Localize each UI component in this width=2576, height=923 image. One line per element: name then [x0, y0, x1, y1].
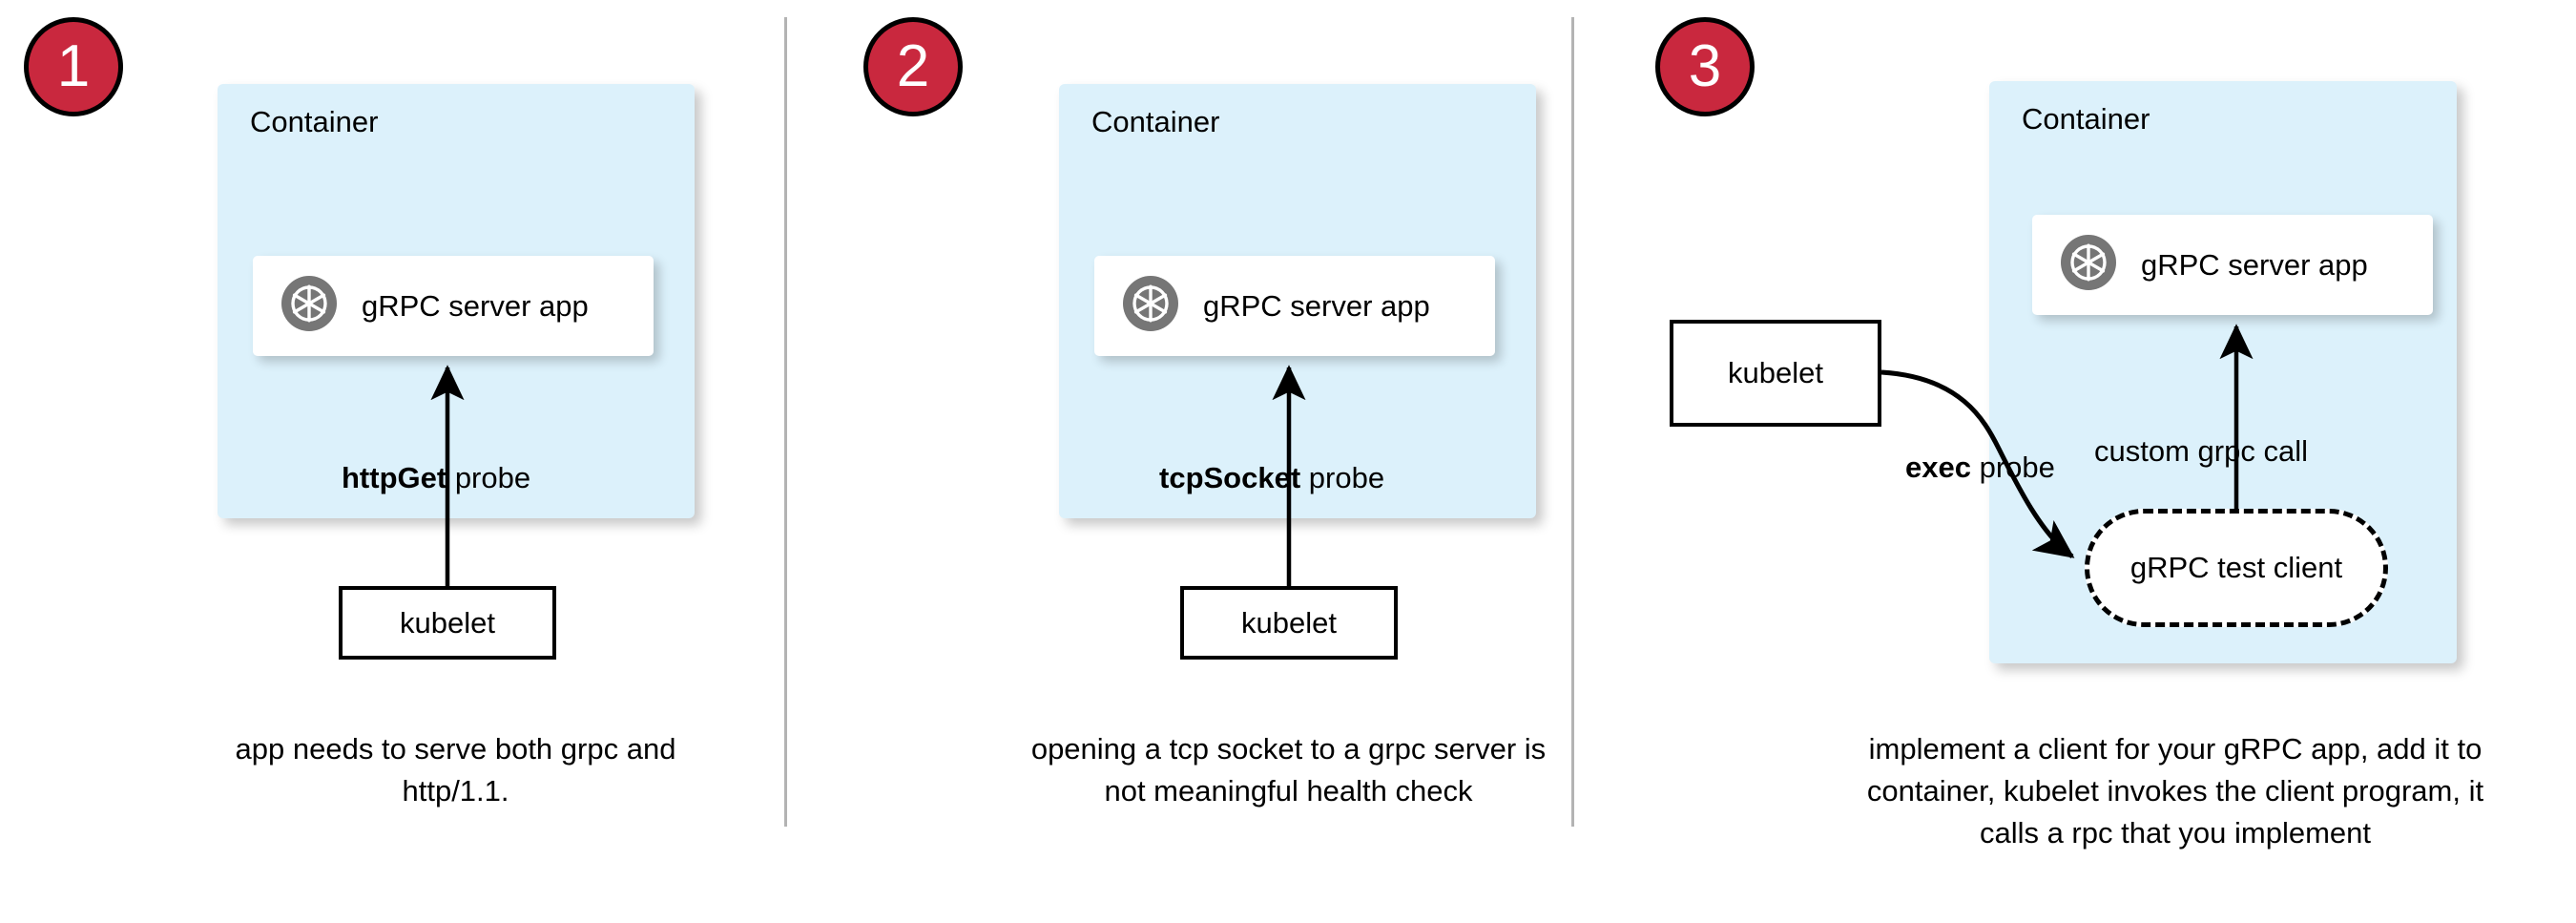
- tcpsocket-probe-label: tcpSocket probe: [1159, 461, 1384, 495]
- httpget-probe-label: httpGet probe: [342, 461, 530, 495]
- grpc-aperture-icon: [280, 274, 339, 338]
- kubelet-label-1: kubelet: [400, 605, 495, 640]
- step-badge-1: 1: [24, 17, 123, 116]
- grpc-server-app-label-2: gRPC server app: [1203, 288, 1430, 323]
- exec-probe-label: exec probe: [1905, 451, 2055, 485]
- probe-kind-2: tcpSocket: [1159, 461, 1301, 494]
- probe-suffix-2: probe: [1300, 461, 1385, 494]
- kubelet-box-3: kubelet: [1670, 320, 1881, 427]
- grpc-server-app-label-3: gRPC server app: [2141, 247, 2368, 282]
- probe-kind-3: exec: [1905, 451, 1971, 484]
- probe-suffix-1: probe: [447, 461, 531, 494]
- grpc-server-app-card-2: gRPC server app: [1094, 256, 1495, 356]
- panel-divider-2: [1571, 17, 1574, 827]
- grpc-test-client-label: gRPC test client: [2129, 551, 2343, 584]
- custom-grpc-call-label: custom grpc call: [2094, 434, 2308, 468]
- container-label-1: Container: [250, 105, 379, 138]
- grpc-server-app-card-3: gRPC server app: [2032, 215, 2433, 315]
- grpc-server-app-label-1: gRPC server app: [362, 288, 589, 323]
- step-badge-2: 2: [863, 17, 963, 116]
- step-number-1: 1: [56, 33, 91, 99]
- kubelet-label-2: kubelet: [1241, 605, 1337, 640]
- container-label-3: Container: [2022, 102, 2150, 136]
- grpc-server-app-card-1: gRPC server app: [253, 256, 654, 356]
- grpc-aperture-icon: [1121, 274, 1180, 338]
- panel-caption-3: implement a client for your gRPC app, ad…: [1866, 732, 2484, 850]
- probe-suffix-3: probe: [1970, 451, 2055, 484]
- grpc-test-client-node: gRPC test client: [2085, 509, 2388, 627]
- panel-caption-1: app needs to serve both grpc and http/1.…: [235, 732, 676, 808]
- kubelet-label-3: kubelet: [1728, 356, 1823, 389]
- panel-divider-1: [784, 17, 787, 827]
- step-number-3: 3: [1688, 33, 1722, 99]
- step-number-2: 2: [896, 33, 930, 99]
- panel-caption-2: opening a tcp socket to a grpc server is…: [1030, 732, 1547, 808]
- container-label-2: Container: [1091, 105, 1220, 138]
- step-badge-3: 3: [1655, 17, 1755, 116]
- grpc-aperture-icon: [2059, 233, 2118, 297]
- kubelet-box-2: kubelet: [1180, 586, 1398, 660]
- kubelet-box-1: kubelet: [339, 586, 556, 660]
- probe-kind-1: httpGet: [342, 461, 447, 494]
